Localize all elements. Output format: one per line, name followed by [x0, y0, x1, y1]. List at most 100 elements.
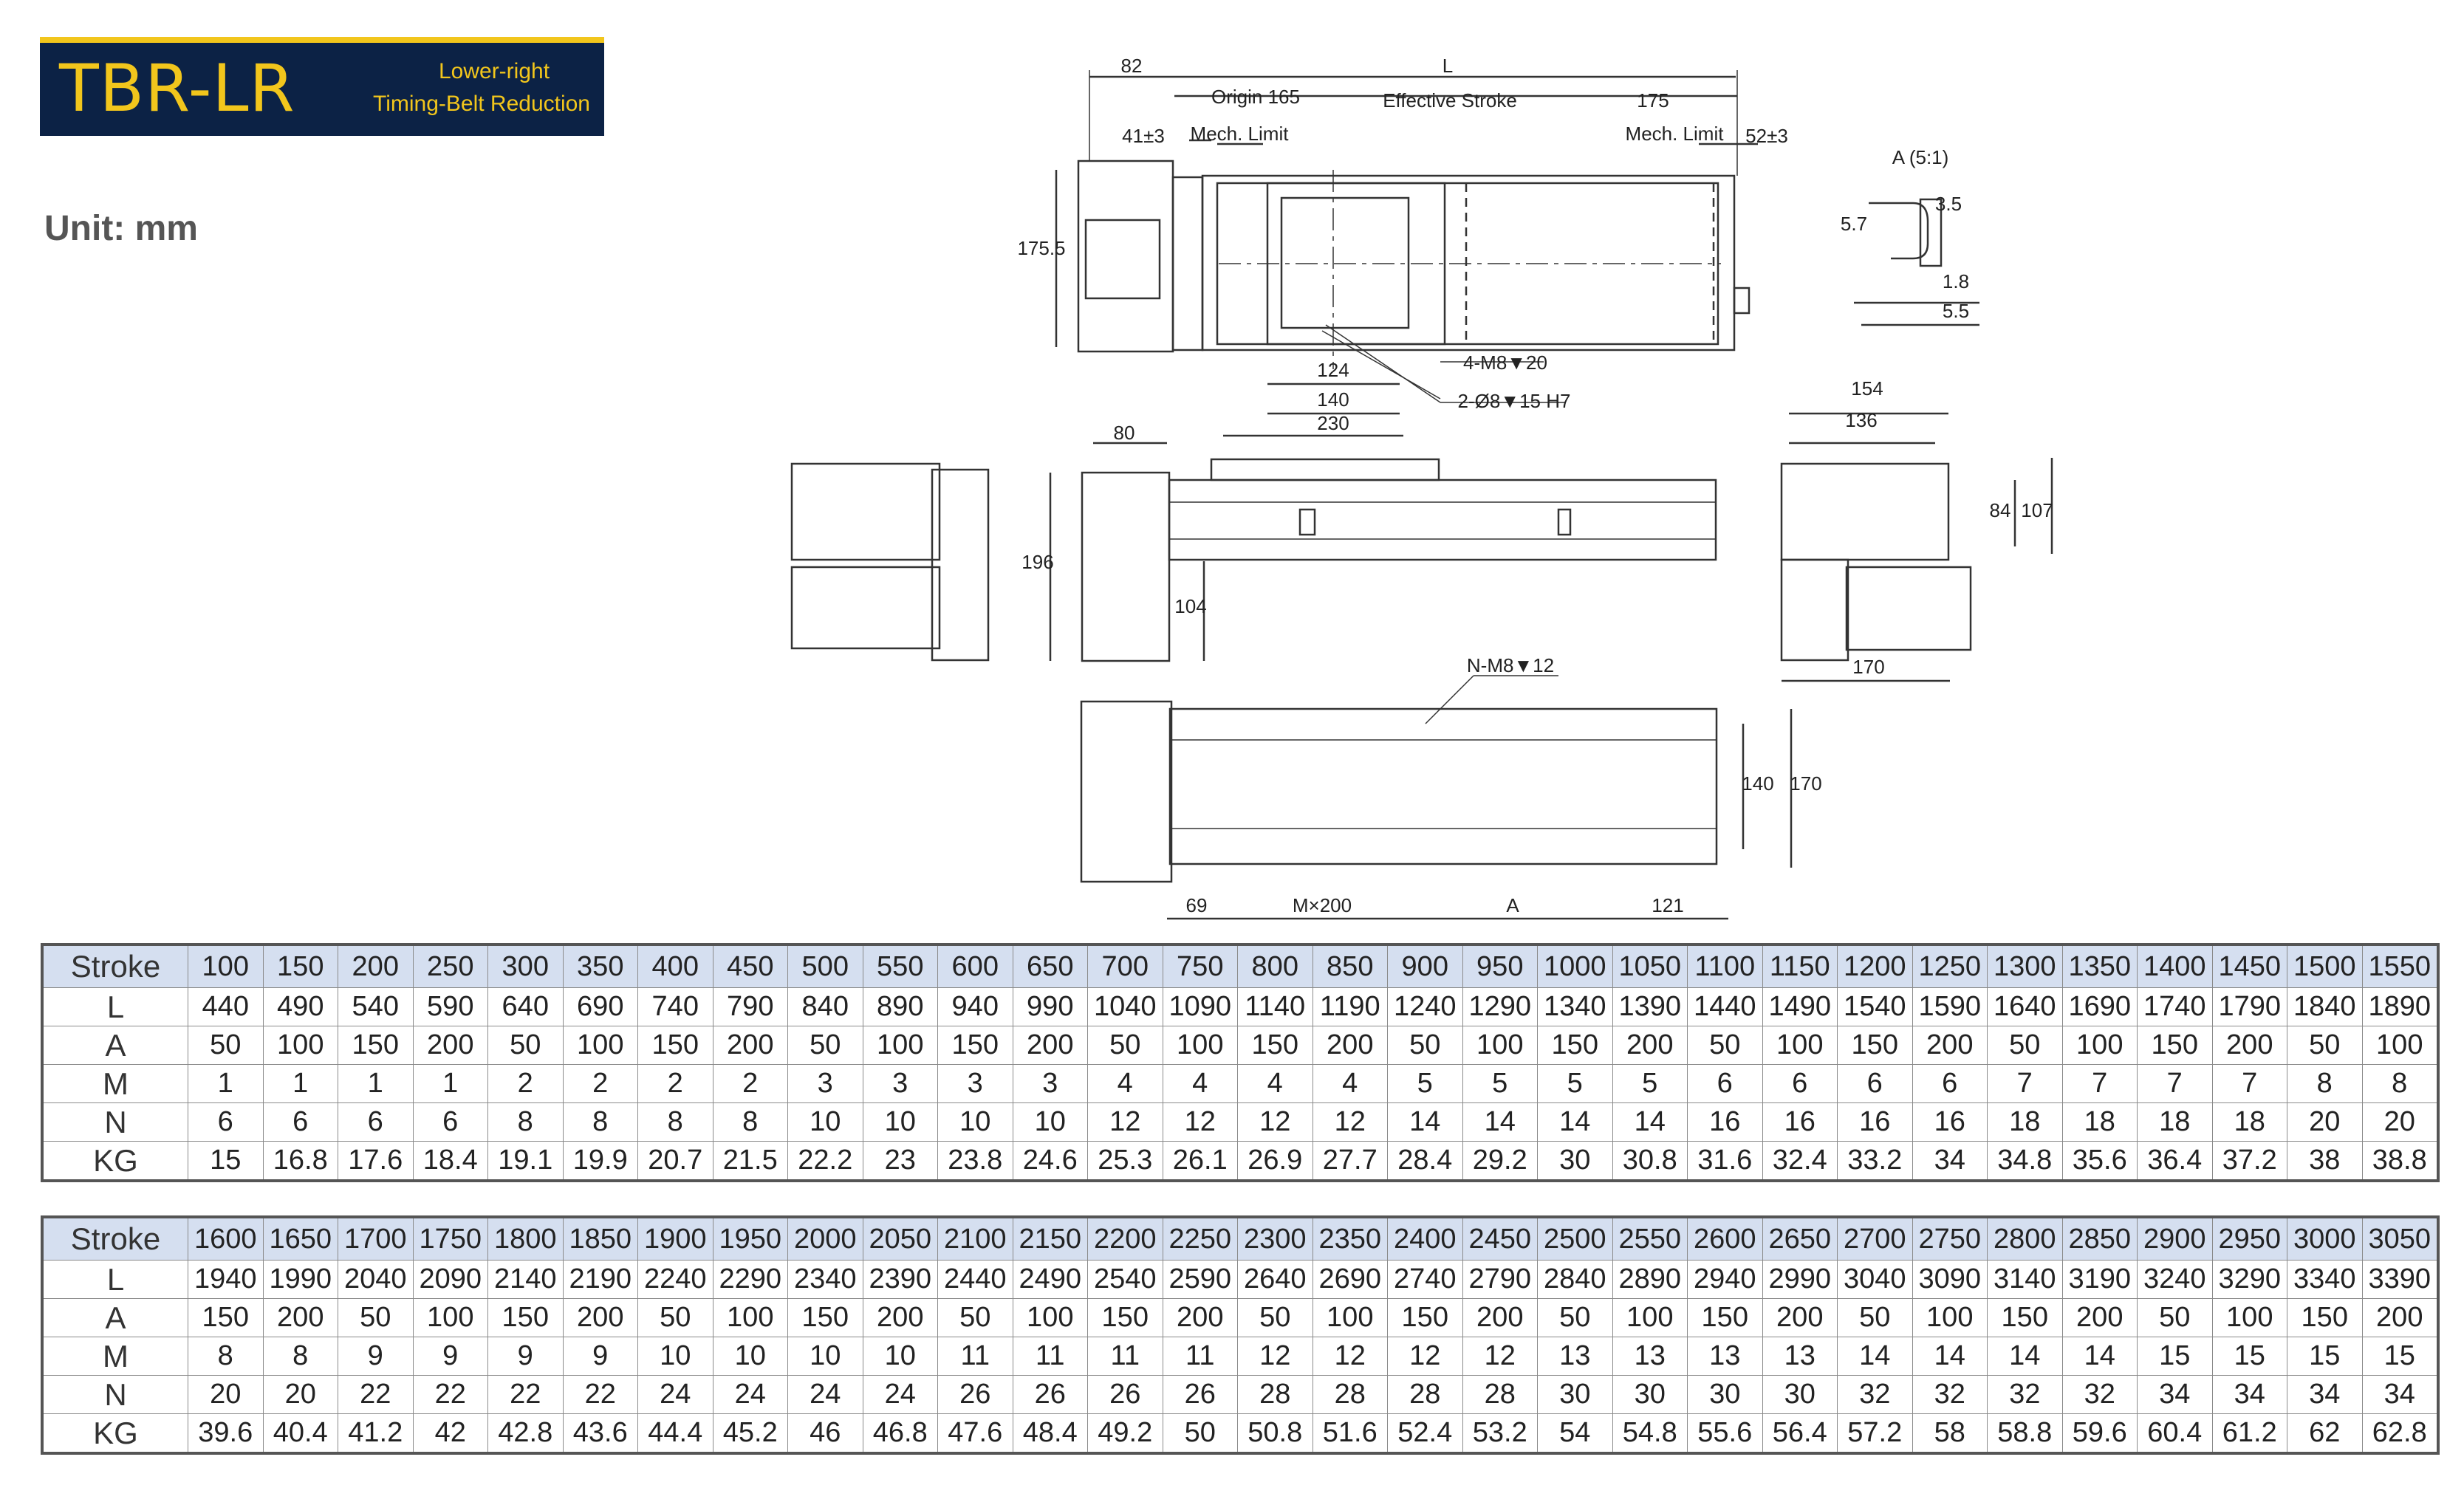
table-cell: 2350	[1312, 1216, 1388, 1261]
table-cell: 2550	[1612, 1216, 1688, 1261]
table-cell: 150	[1237, 1026, 1313, 1065]
table-cell: 1190	[1312, 987, 1388, 1026]
table-cell: 6	[1837, 1064, 1913, 1103]
table-cell: 18	[2137, 1102, 2213, 1142]
table-cell: 13	[1687, 1337, 1763, 1376]
table-cell: 38	[2287, 1141, 2363, 1182]
dim-170: 170	[1852, 656, 1884, 678]
table-cell: 26	[1012, 1375, 1088, 1414]
table-cell: 8	[487, 1102, 564, 1142]
front-view	[790, 442, 1717, 662]
table-cell: 32	[1987, 1375, 2063, 1414]
dim-52: 52±3	[1745, 125, 1788, 147]
table-cell: 2500	[1537, 1216, 1613, 1261]
table-cell: 24	[637, 1375, 713, 1414]
table-cell: 590	[412, 987, 488, 1026]
unit-label: Unit: mm	[44, 209, 198, 248]
table-cell: 1090	[1162, 987, 1238, 1026]
table-cell: 19.1	[487, 1141, 564, 1182]
table-cell: 200	[1912, 1026, 1988, 1065]
table-cell: 4	[1087, 1064, 1163, 1103]
table-cell: 2850	[2061, 1216, 2138, 1261]
table-cell: 30	[1537, 1375, 1613, 1414]
table-cell: 100	[2061, 1026, 2138, 1065]
table-cell: 2340	[787, 1260, 863, 1299]
table-cell: 34	[1912, 1141, 1988, 1182]
table-cell: 42	[412, 1413, 488, 1454]
table-cell: 150	[1387, 1298, 1463, 1337]
table-cell: 21.5	[712, 1141, 788, 1182]
table-cell: 250	[412, 944, 488, 988]
table-cell: 6	[1912, 1064, 1988, 1103]
table-cell: 50	[1087, 1026, 1163, 1065]
table-cell: 1350	[2061, 944, 2138, 988]
table-cell: 100	[862, 1026, 938, 1065]
dim-175-5: 175.5	[1017, 237, 1065, 259]
table-cell: 22	[338, 1375, 414, 1414]
table-cell: 200	[562, 1298, 638, 1337]
table-cell: 46.8	[862, 1413, 938, 1454]
table-cell: 1540	[1837, 987, 1913, 1026]
table-cell: 100	[1612, 1298, 1688, 1337]
table-cell: 14	[1537, 1102, 1613, 1142]
table-cell: 26	[1087, 1375, 1163, 1414]
table-cell: 62	[2287, 1413, 2363, 1454]
table-cell: 16.8	[262, 1141, 338, 1182]
table-cell: 28	[1387, 1375, 1463, 1414]
table-cell: 850	[1312, 944, 1388, 988]
table-cell: 50	[188, 1026, 264, 1065]
table-cell: 30	[1612, 1375, 1688, 1414]
table-cell: 54	[1537, 1413, 1613, 1454]
table-cell: 24.6	[1012, 1141, 1088, 1182]
table-cell: 8	[188, 1337, 264, 1376]
dim-a: A	[1506, 894, 1519, 916]
table-cell: 25.3	[1087, 1141, 1163, 1182]
table-cell: 26	[1162, 1375, 1238, 1414]
table-cell: 30	[1687, 1375, 1763, 1414]
mech-limit-left: Mech. Limit	[1191, 123, 1290, 145]
table-cell: 26.1	[1162, 1141, 1238, 1182]
table-cell: 14	[1837, 1337, 1913, 1376]
row-label: M	[41, 1337, 188, 1376]
table-cell: 150	[487, 1298, 564, 1337]
table-cell: 1590	[1912, 987, 1988, 1026]
table-cell: 1440	[1687, 987, 1763, 1026]
table-cell: 13	[1612, 1337, 1688, 1376]
table-cell: 27.7	[1312, 1141, 1388, 1182]
dim-bottom-140: 140	[1742, 772, 1773, 795]
table-cell: 2900	[2137, 1216, 2213, 1261]
table-cell: 9	[487, 1337, 564, 1376]
table-cell: 50	[1237, 1298, 1313, 1337]
table-cell: 10	[637, 1337, 713, 1376]
table-cell: 12	[1087, 1102, 1163, 1142]
table-cell: 47.6	[937, 1413, 1013, 1454]
table-cell: 6	[1762, 1064, 1838, 1103]
table-cell: 44.4	[637, 1413, 713, 1454]
table-cell: 2940	[1687, 1260, 1763, 1299]
table-cell: 1990	[262, 1260, 338, 1299]
table-cell: 2150	[1012, 1216, 1088, 1261]
table-cell: 22	[412, 1375, 488, 1414]
table-cell: 3000	[2287, 1216, 2363, 1261]
dim-140: 140	[1317, 388, 1349, 411]
table-cell: 150	[2287, 1298, 2363, 1337]
table-cell: 100	[562, 1026, 638, 1065]
table-cell: 2450	[1462, 1216, 1538, 1261]
dim-effective-stroke: Effective Stroke	[1383, 89, 1517, 112]
table-cell: 50	[1687, 1026, 1763, 1065]
table-cell: 8	[2361, 1064, 2439, 1103]
table-cell: 53.2	[1462, 1413, 1538, 1454]
table-cell: 3	[1012, 1064, 1088, 1103]
table-cell: 15	[2137, 1337, 2213, 1376]
row-label: N	[41, 1102, 188, 1142]
table-cell: 28	[1312, 1375, 1388, 1414]
top-view	[1055, 70, 1758, 437]
table-cell: 16	[1762, 1102, 1838, 1142]
table-cell: 18	[2211, 1102, 2287, 1142]
table-cell: 5	[1537, 1064, 1613, 1103]
table-cell: 3290	[2211, 1260, 2287, 1299]
